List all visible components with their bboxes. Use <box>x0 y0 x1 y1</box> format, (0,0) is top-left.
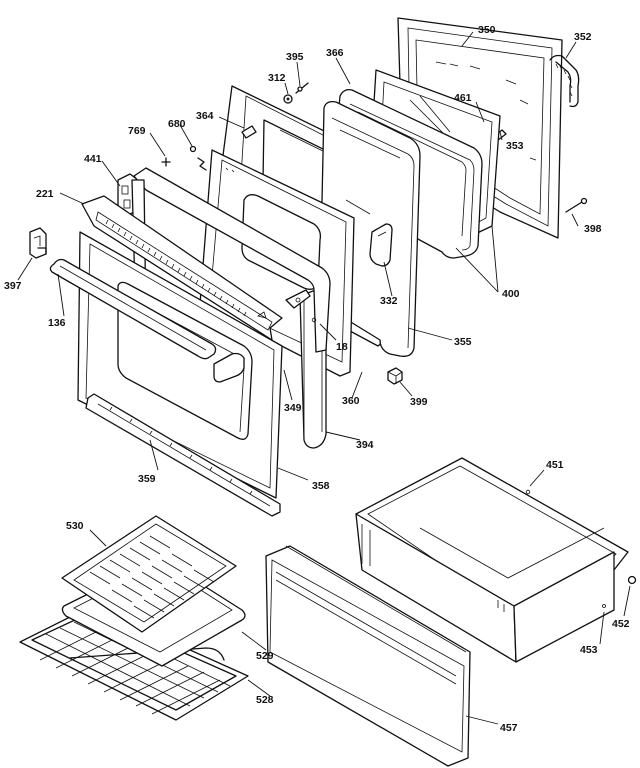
label-452: 452 <box>612 618 630 630</box>
label-359: 359 <box>138 473 156 485</box>
label-136: 136 <box>48 317 66 329</box>
bottom-vent-trim-359 <box>85 393 281 517</box>
label-400: 400 <box>502 288 520 300</box>
part-labels: 350 352 395 366 312 461 364 353 680 769 … <box>4 24 630 734</box>
label-350: 350 <box>478 24 496 36</box>
label-680: 680 <box>168 118 186 130</box>
label-529: 529 <box>256 650 274 662</box>
label-355: 355 <box>454 336 472 348</box>
handle-clip-352 <box>549 54 580 108</box>
label-352: 352 <box>574 31 592 43</box>
label-312: 312 <box>268 72 286 84</box>
small-hardware <box>161 82 309 171</box>
label-398: 398 <box>584 223 602 235</box>
label-221: 221 <box>36 188 54 200</box>
label-394: 394 <box>356 439 374 451</box>
label-18: 18 <box>336 341 348 353</box>
label-441: 441 <box>84 153 102 165</box>
door-handle-136 <box>49 258 245 383</box>
vent-trim-221 <box>81 195 283 341</box>
label-395: 395 <box>286 51 304 63</box>
label-453: 453 <box>580 644 598 656</box>
screw-398 <box>565 197 588 213</box>
oven-rack-528 <box>19 605 249 721</box>
label-769: 769 <box>128 125 146 137</box>
label-399: 399 <box>410 396 428 408</box>
latch-332 <box>369 223 393 267</box>
label-353: 353 <box>506 140 524 152</box>
label-457: 457 <box>500 722 518 734</box>
label-461: 461 <box>454 92 472 104</box>
label-451: 451 <box>546 459 564 471</box>
label-349: 349 <box>284 402 302 414</box>
broiler-pan-insert-530 <box>61 515 237 633</box>
label-397: 397 <box>4 280 22 292</box>
drawer-front-457 <box>265 545 471 767</box>
clip-399 <box>387 367 403 385</box>
hinge-clip-397 <box>29 227 47 259</box>
label-360: 360 <box>342 395 360 407</box>
label-332: 332 <box>380 295 398 307</box>
label-366: 366 <box>326 47 344 59</box>
leader-lines <box>17 31 631 725</box>
drawer-body-451 <box>355 457 637 663</box>
label-358: 358 <box>312 480 330 492</box>
label-528: 528 <box>256 694 274 706</box>
label-364: 364 <box>196 110 214 122</box>
label-530: 530 <box>66 520 84 532</box>
